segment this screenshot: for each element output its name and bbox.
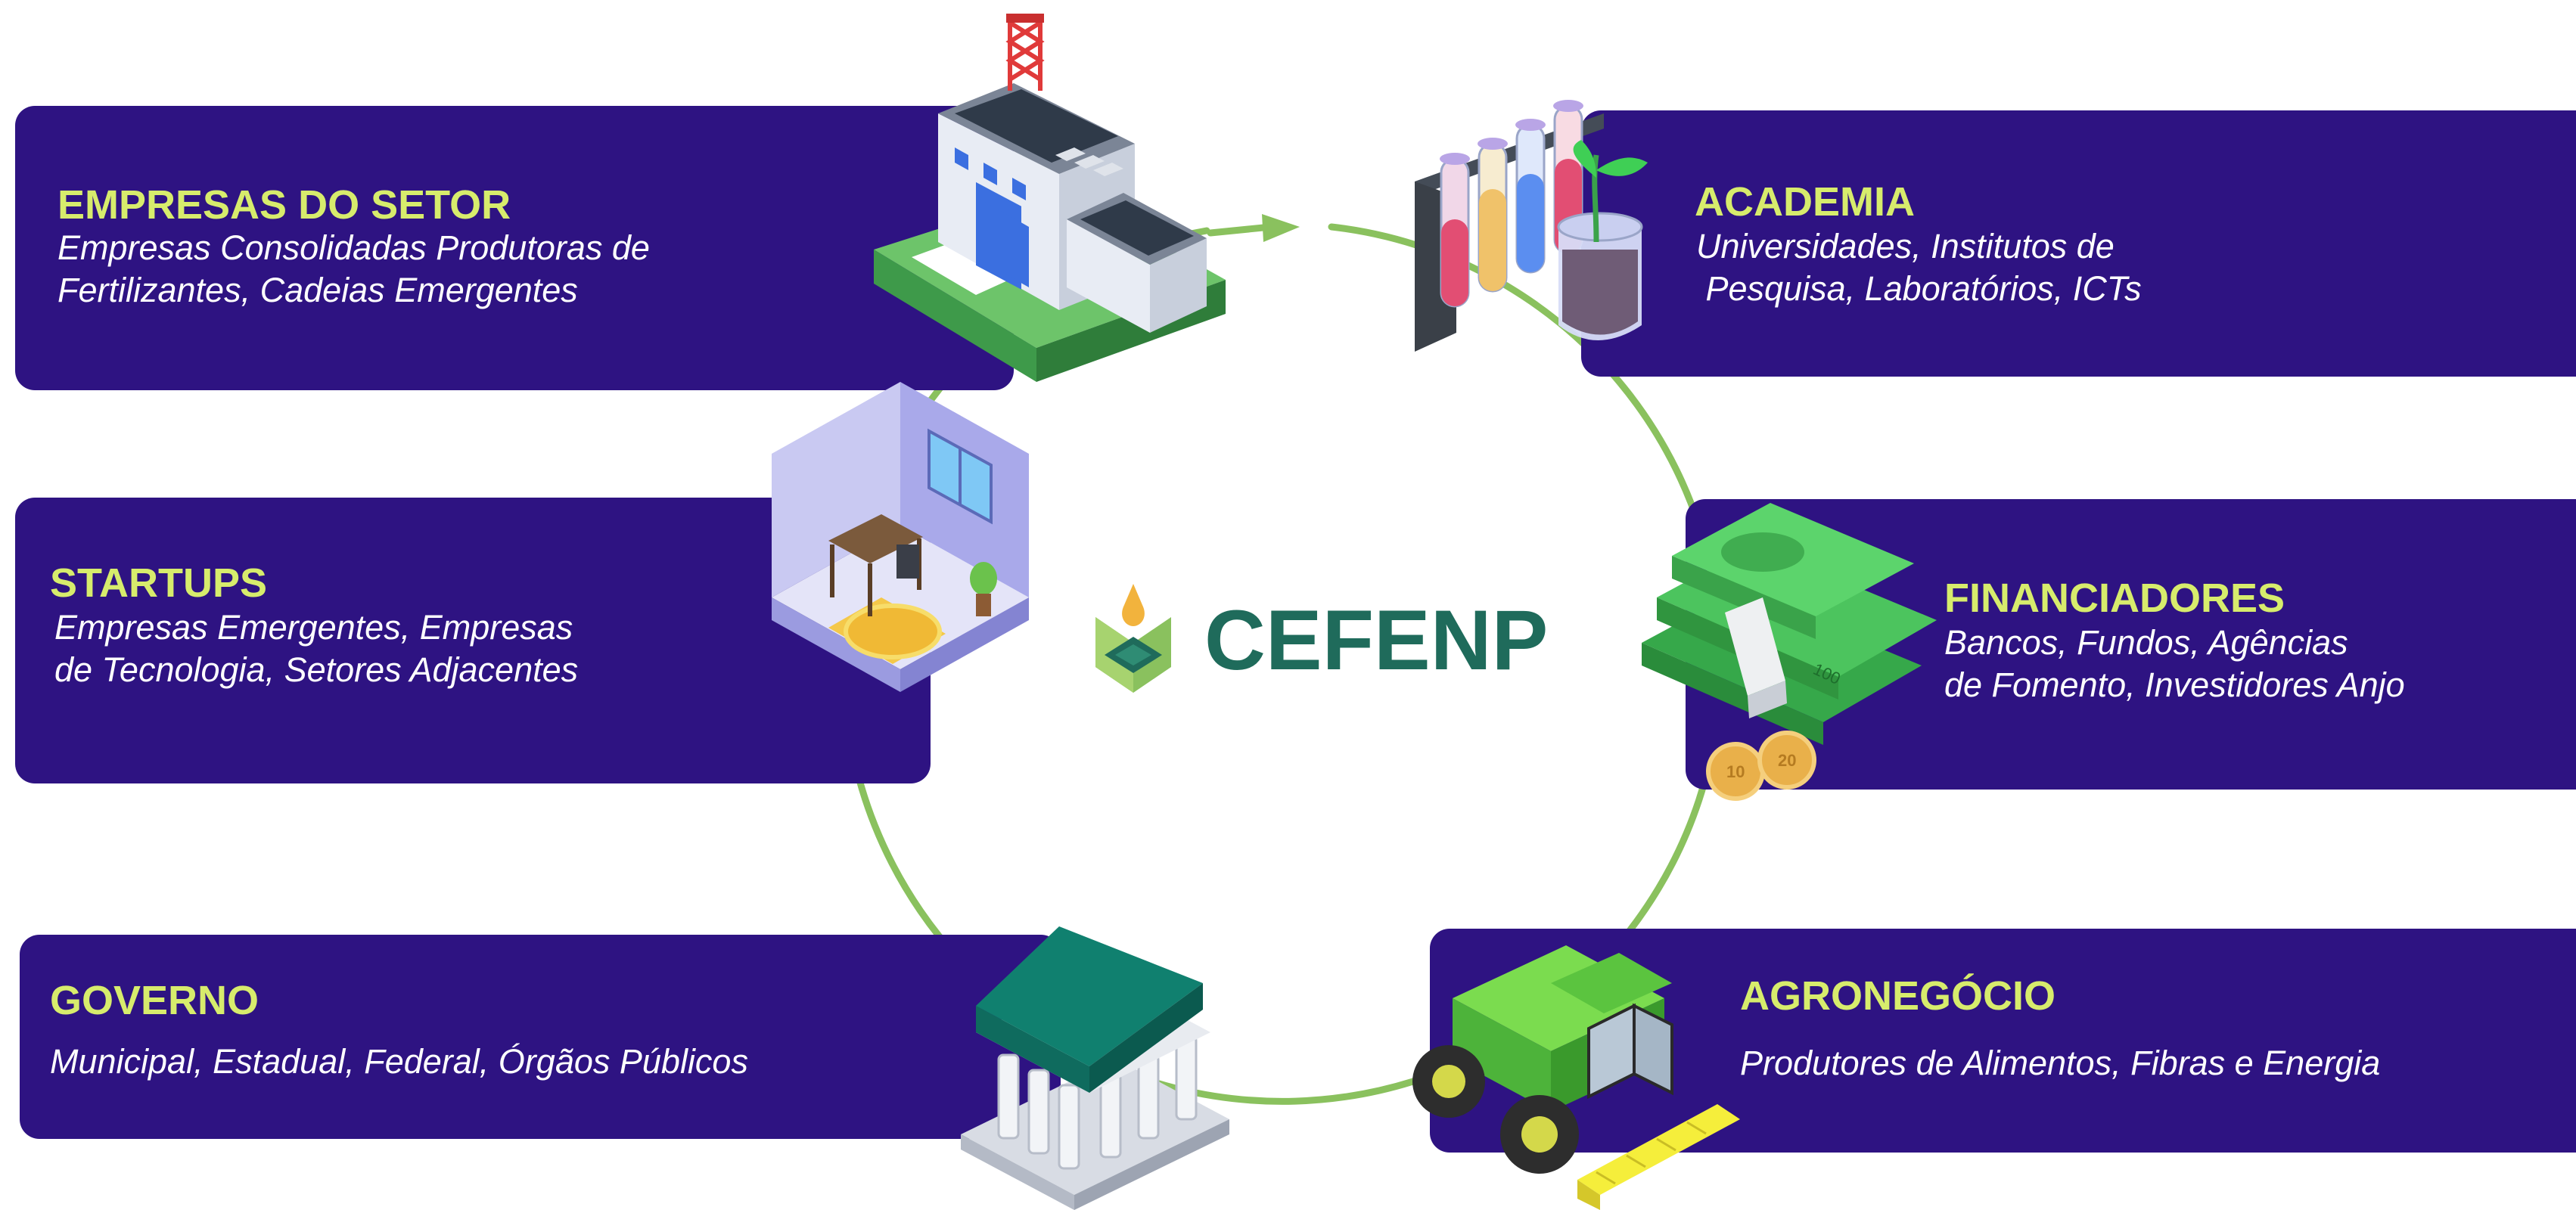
description-line: Bancos, Fundos, Agências — [1944, 623, 2348, 662]
cefenp-logo — [1088, 579, 1179, 704]
panel-description: Bancos, Fundos, Agências de Fomento, Inv… — [1944, 622, 2405, 706]
panel-startups: STARTUPS Empresas Emergentes, Empresas d… — [15, 498, 931, 783]
panel-description: Universidades, Institutos de Pesquisa, L… — [1696, 225, 2142, 310]
ring-arrowhead — [1262, 214, 1300, 242]
money-stack-icon: 100 10 20 — [1642, 503, 1937, 801]
panel-governo: GOVERNO Municipal, Estadual, Federal, Ór… — [20, 935, 1061, 1139]
test-tubes-icon — [1415, 100, 1648, 352]
description-line: Empresas Emergentes, Empresas — [54, 608, 573, 647]
description-line: de Fomento, Investidores Anjo — [1944, 666, 2405, 704]
description-line: de Tecnologia, Setores Adjacentes — [54, 650, 579, 689]
coin-label: 20 — [1778, 751, 1796, 770]
description-line: Empresas Consolidadas Produtoras de — [57, 228, 650, 267]
panel-description: Municipal, Estadual, Federal, Órgãos Púb… — [50, 1041, 748, 1083]
description-line: Pesquisa, Laboratórios, ICTs — [1696, 269, 2142, 308]
description-line: Fertilizantes, Cadeias Emergentes — [57, 271, 578, 309]
panel-title: EMPRESAS DO SETOR — [57, 182, 511, 228]
description-line: Universidades, Institutos de — [1696, 227, 2115, 265]
panel-description: Produtores de Alimentos, Fibras e Energi… — [1740, 1042, 2380, 1084]
harvester-icon — [1412, 945, 1740, 1210]
panel-description: Empresas Consolidadas Produtoras de Fert… — [57, 227, 650, 312]
panel-description: Empresas Emergentes, Empresas de Tecnolo… — [54, 607, 578, 691]
cefenp-logo-icon — [1095, 584, 1171, 693]
panel-empresas: EMPRESAS DO SETOR Empresas Consolidadas … — [15, 106, 1014, 390]
panel-academia: ACADEMIA Universidades, Institutos de Pe… — [1581, 110, 2576, 377]
panel-title: GOVERNO — [50, 978, 259, 1023]
factory-icon — [874, 14, 1226, 382]
description-line: Produtores de Alimentos, Fibras e Energi… — [1740, 1044, 2381, 1082]
panel-title: ACADEMIA — [1695, 179, 1915, 225]
center-title: CEFENP — [1204, 593, 1549, 687]
coin-label: 10 — [1726, 762, 1745, 781]
government-building-icon — [961, 926, 1229, 1210]
description-line: Municipal, Estadual, Federal, Órgãos Púb… — [50, 1042, 748, 1081]
panel-title: AGRONEGÓCIO — [1740, 973, 2056, 1019]
panel-title: FINANCIADORES — [1944, 576, 2285, 621]
office-room-icon — [772, 382, 1029, 692]
panel-title: STARTUPS — [50, 560, 268, 606]
